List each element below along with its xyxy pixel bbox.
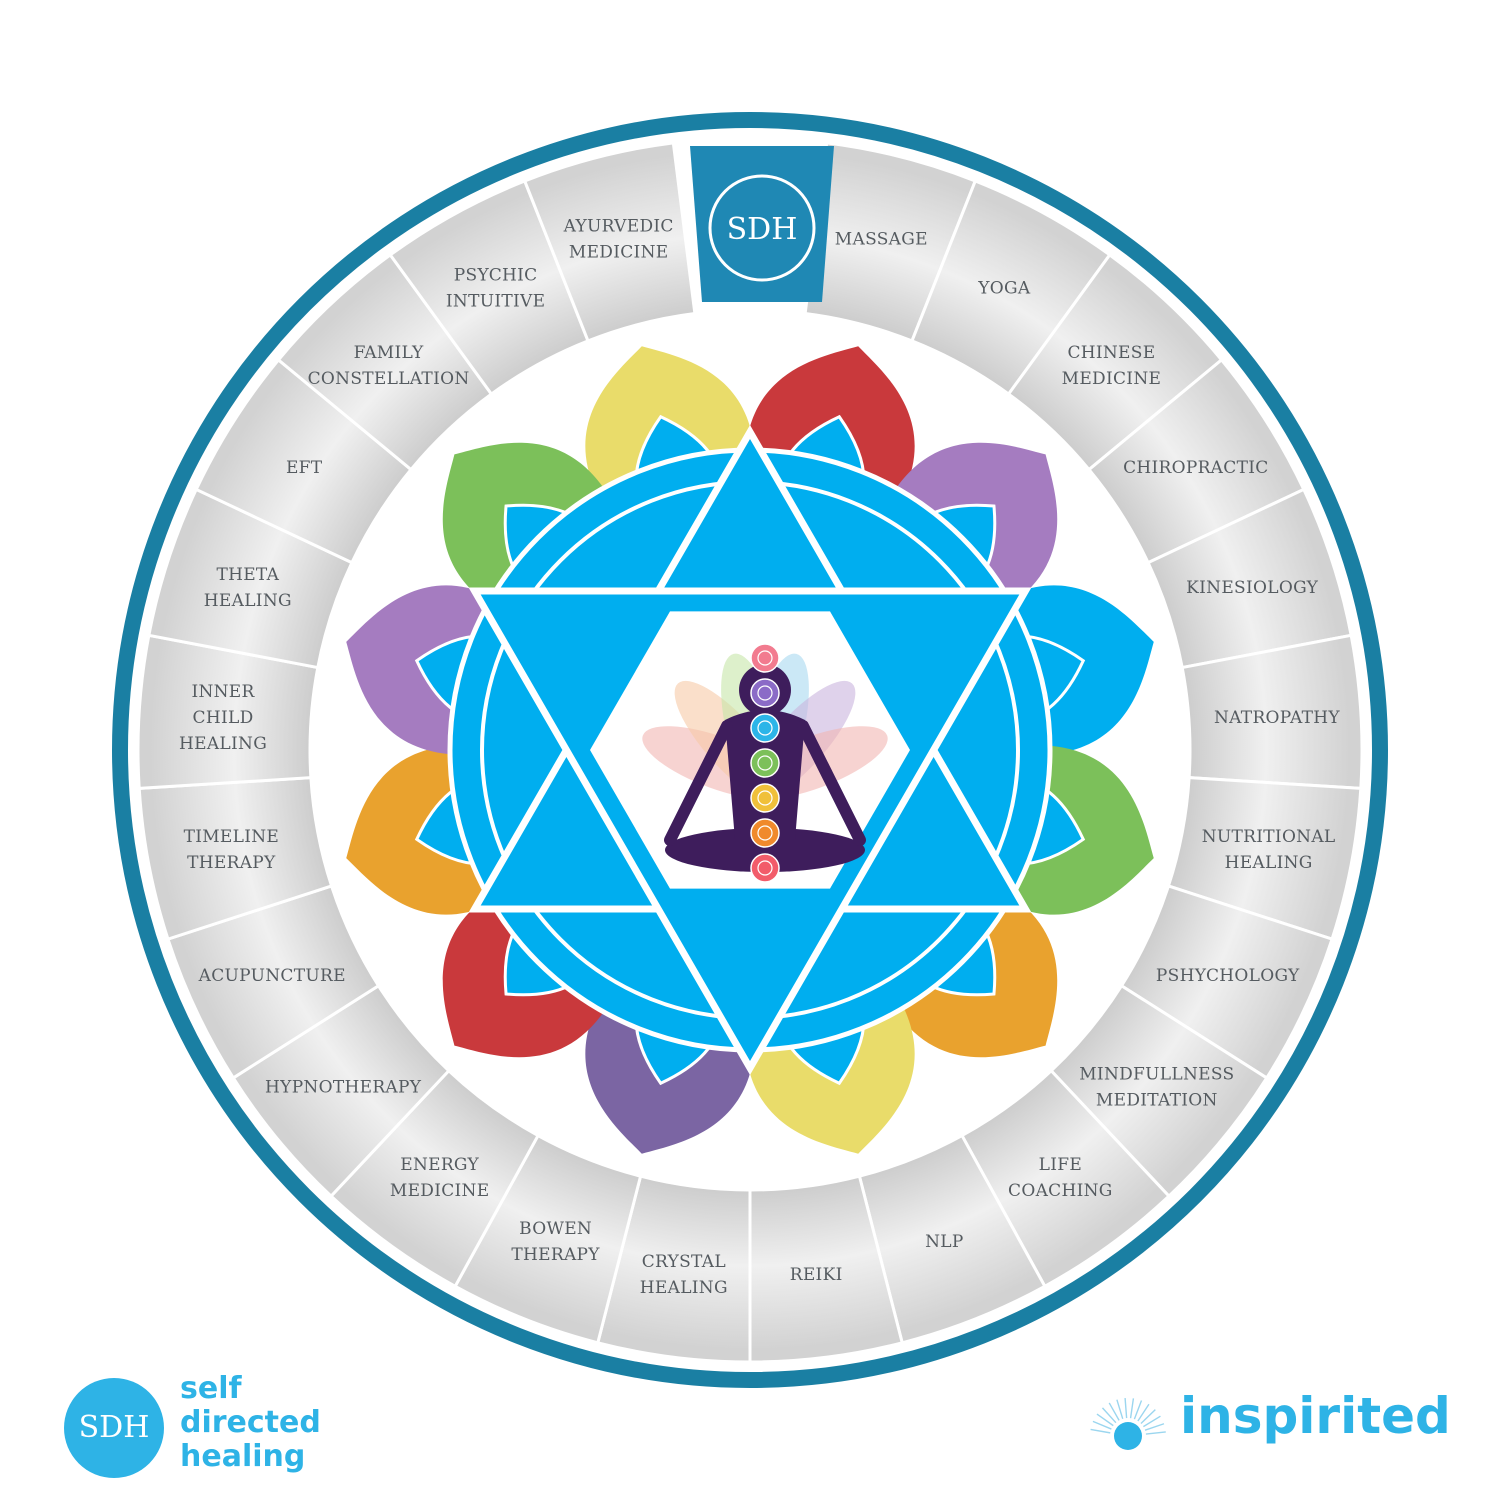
chakra-icon <box>750 853 780 883</box>
sunburst-icon <box>1090 1398 1166 1450</box>
segment-label: NUTRITIONAL HEALING <box>1202 827 1336 873</box>
chakra-icon <box>750 748 780 778</box>
sdh-logo-circle: SDH <box>64 1378 164 1478</box>
segment-label-line: PSYCHIC <box>454 265 538 285</box>
segment-label-line: THERAPY <box>511 1245 600 1265</box>
segment-label: CHINESE MEDICINE <box>1062 343 1162 389</box>
segment-label-line: CHIROPRACTIC <box>1123 458 1268 478</box>
segment-label: NATROPATHY <box>1214 708 1340 728</box>
segment-label-line: NLP <box>925 1232 964 1252</box>
segment-label-line: HEALING <box>179 734 267 754</box>
segment-label: CRYSTAL HEALING <box>640 1252 728 1298</box>
segment-label-line: HEALING <box>1225 853 1313 873</box>
segment-label-line: ENERGY <box>400 1155 479 1175</box>
segment-label: ENERGY MEDICINE <box>390 1155 490 1201</box>
chakra-icon <box>750 678 780 708</box>
segment-label: MINDFULLNESS MEDITATION <box>1079 1065 1234 1111</box>
segment-label: CHIROPRACTIC <box>1123 458 1268 478</box>
segment-label: AYURVEDIC MEDICINE <box>563 217 674 263</box>
segment-label-line: FAMILY <box>354 343 424 363</box>
segment-label: REIKI <box>790 1265 843 1285</box>
segment-label-line: BOWEN <box>519 1219 592 1239</box>
self-directed-healing-logo: SDH self directed healing <box>64 1372 364 1482</box>
segment-label-line: COACHING <box>1008 1181 1113 1201</box>
segment-label-line: THETA <box>216 565 279 585</box>
segment-label-line: EFT <box>286 458 323 478</box>
segment-label-line: REIKI <box>790 1265 843 1285</box>
sdh-badge-circle <box>708 174 816 282</box>
segment-label-line: CHILD <box>193 708 254 728</box>
segment-label-line: ACUPUNCTURE <box>198 966 346 986</box>
segment-label-line: HEALING <box>640 1278 728 1298</box>
segment-label-line: MINDFULLNESS <box>1079 1065 1234 1085</box>
segment-label-line: MEDICINE <box>569 243 669 263</box>
segment-label-line: LIFE <box>1039 1155 1082 1175</box>
segment-label-line: NUTRITIONAL <box>1202 827 1336 847</box>
segment-label-line: HYPNOTHERAPY <box>265 1078 422 1098</box>
segment-label-line: INNER <box>191 682 255 702</box>
segment-label: NLP <box>925 1232 964 1252</box>
segment-label: THETA HEALING <box>204 565 292 611</box>
segment-label-line: CHINESE <box>1067 343 1155 363</box>
brand-left-line1: self <box>180 1371 242 1406</box>
segment-label-line: INTUITIVE <box>446 291 545 311</box>
segment-label-line: YOGA <box>977 278 1031 298</box>
segment-label: YOGA <box>977 278 1031 298</box>
meditation-figure <box>642 643 888 883</box>
segment-label: BOWEN THERAPY <box>511 1219 600 1265</box>
segment-label-line: NATROPATHY <box>1214 708 1340 728</box>
segment-label: EFT <box>286 458 323 478</box>
segment-label-line: KINESIOLOGY <box>1186 578 1319 598</box>
brand-left-words: self directed healing <box>180 1372 321 1474</box>
segment-label-line: MASSAGE <box>835 230 928 250</box>
segment-label: LIFE COACHING <box>1008 1155 1113 1201</box>
brand-left-line2: directed <box>180 1405 321 1440</box>
chakra-icon <box>750 713 780 743</box>
segment-label-line: CONSTELLATION <box>308 369 470 389</box>
segment-label: INNER CHILD HEALING <box>179 682 267 754</box>
segment-label: FAMILY CONSTELLATION <box>308 343 470 389</box>
inspirited-wordmark: inspirited <box>1180 1387 1451 1445</box>
segment-label-line: AYURVEDIC <box>563 217 674 237</box>
segment-label: ACUPUNCTURE <box>198 966 346 986</box>
segment-label-line: MEDITATION <box>1096 1091 1218 1111</box>
wheel-segment <box>522 141 697 343</box>
segment-label: PSYCHIC INTUITIVE <box>446 265 545 311</box>
brand-left-line3: healing <box>180 1439 306 1474</box>
segment-label-line: MEDICINE <box>390 1181 490 1201</box>
segment-label: KINESIOLOGY <box>1186 578 1319 598</box>
segment-label-line: MEDICINE <box>1062 369 1162 389</box>
segment-label-line: HEALING <box>204 591 292 611</box>
chakra-icon <box>750 783 780 813</box>
segment-label: TIMELINE THERAPY <box>184 827 280 873</box>
segment-label-line: TIMELINE <box>184 827 280 847</box>
chakra-icon <box>750 818 780 848</box>
sdh-top-badge: SDH <box>690 146 834 302</box>
segment-label-line: PSHYCHOLOGY <box>1156 966 1300 986</box>
segment-label-line: THERAPY <box>187 853 276 873</box>
segment-label: MASSAGE <box>835 230 928 250</box>
inspirited-logo: inspirited <box>1080 1372 1460 1462</box>
segment-label-line: CRYSTAL <box>642 1252 726 1272</box>
segment-label: HYPNOTHERAPY <box>265 1078 422 1098</box>
chakra-icon <box>750 643 780 673</box>
segments-layer: WESTERNMEDICINEMASSAGEYOGACHINESEMEDICIN… <box>136 141 1364 1364</box>
segment-label: PSHYCHOLOGY <box>1156 966 1300 986</box>
sdh-badge-label: SDH <box>727 212 798 247</box>
